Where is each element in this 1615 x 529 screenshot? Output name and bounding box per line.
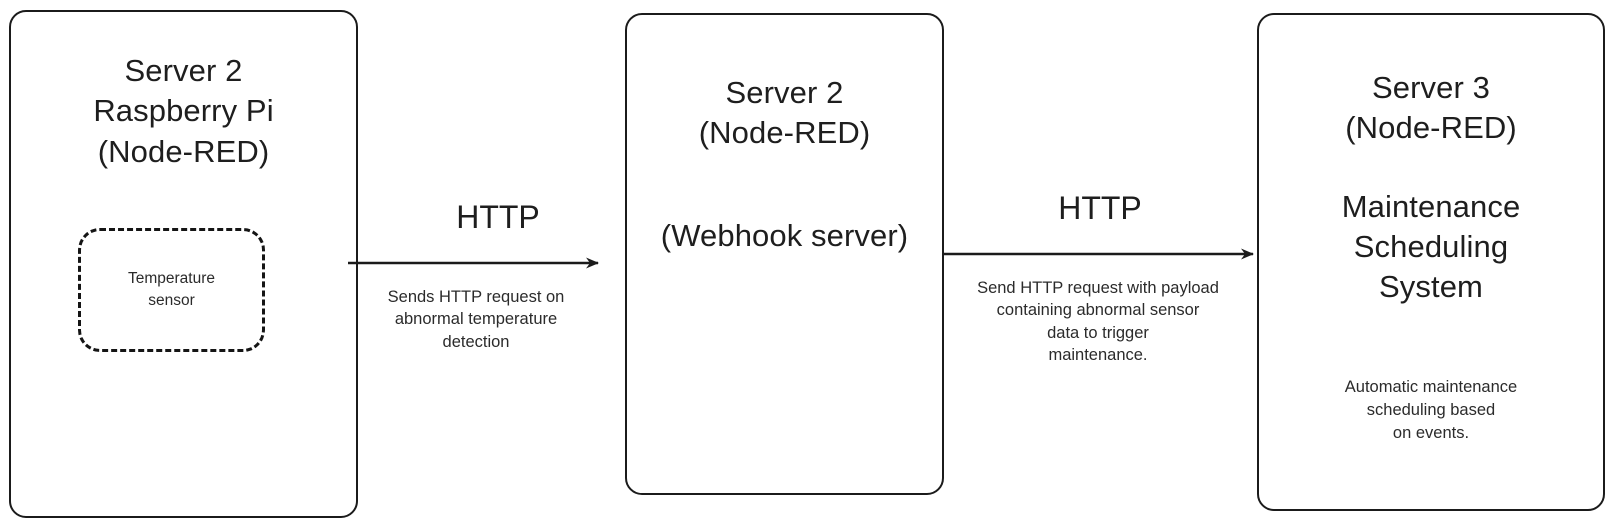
node-server3-maintenance-subtitle: Maintenance Scheduling System bbox=[1341, 188, 1521, 305]
node-webhook-server-title: Server 2 (Node-RED) bbox=[698, 75, 871, 151]
connector-2-arrow bbox=[943, 248, 1254, 260]
node-server3-maintenance-title: Server 3 (Node-RED) bbox=[1345, 70, 1517, 146]
connector-1-arrow bbox=[348, 257, 599, 269]
node-webhook-server-subtitle: (Webhook server) bbox=[660, 217, 909, 253]
connector-2-description: Send HTTP request with payload containin… bbox=[977, 279, 1219, 364]
connector-2-protocol-label: HTTP bbox=[1058, 190, 1142, 226]
node-temperature-sensor[interactable]: Temperature sensor bbox=[78, 228, 265, 352]
node-temperature-sensor-label: Temperature sensor bbox=[127, 269, 215, 309]
node-server2-raspberry-pi-title: Server 2 Raspberry Pi (Node-RED) bbox=[93, 53, 274, 169]
node-server3-maintenance-note: Automatic maintenance scheduling based o… bbox=[1344, 378, 1518, 443]
connector-1-protocol-label: HTTP bbox=[456, 199, 540, 235]
node-webhook-server[interactable]: Server 2 (Node-RED) (Webhook server) bbox=[625, 13, 944, 495]
connector-1-description: Sends HTTP request on abnormal temperatu… bbox=[387, 288, 565, 351]
node-server2-raspberry-pi[interactable]: Server 2 Raspberry Pi (Node-RED) bbox=[9, 10, 358, 518]
node-server3-maintenance[interactable]: Server 3 (Node-RED) Maintenance Scheduli… bbox=[1257, 13, 1605, 511]
